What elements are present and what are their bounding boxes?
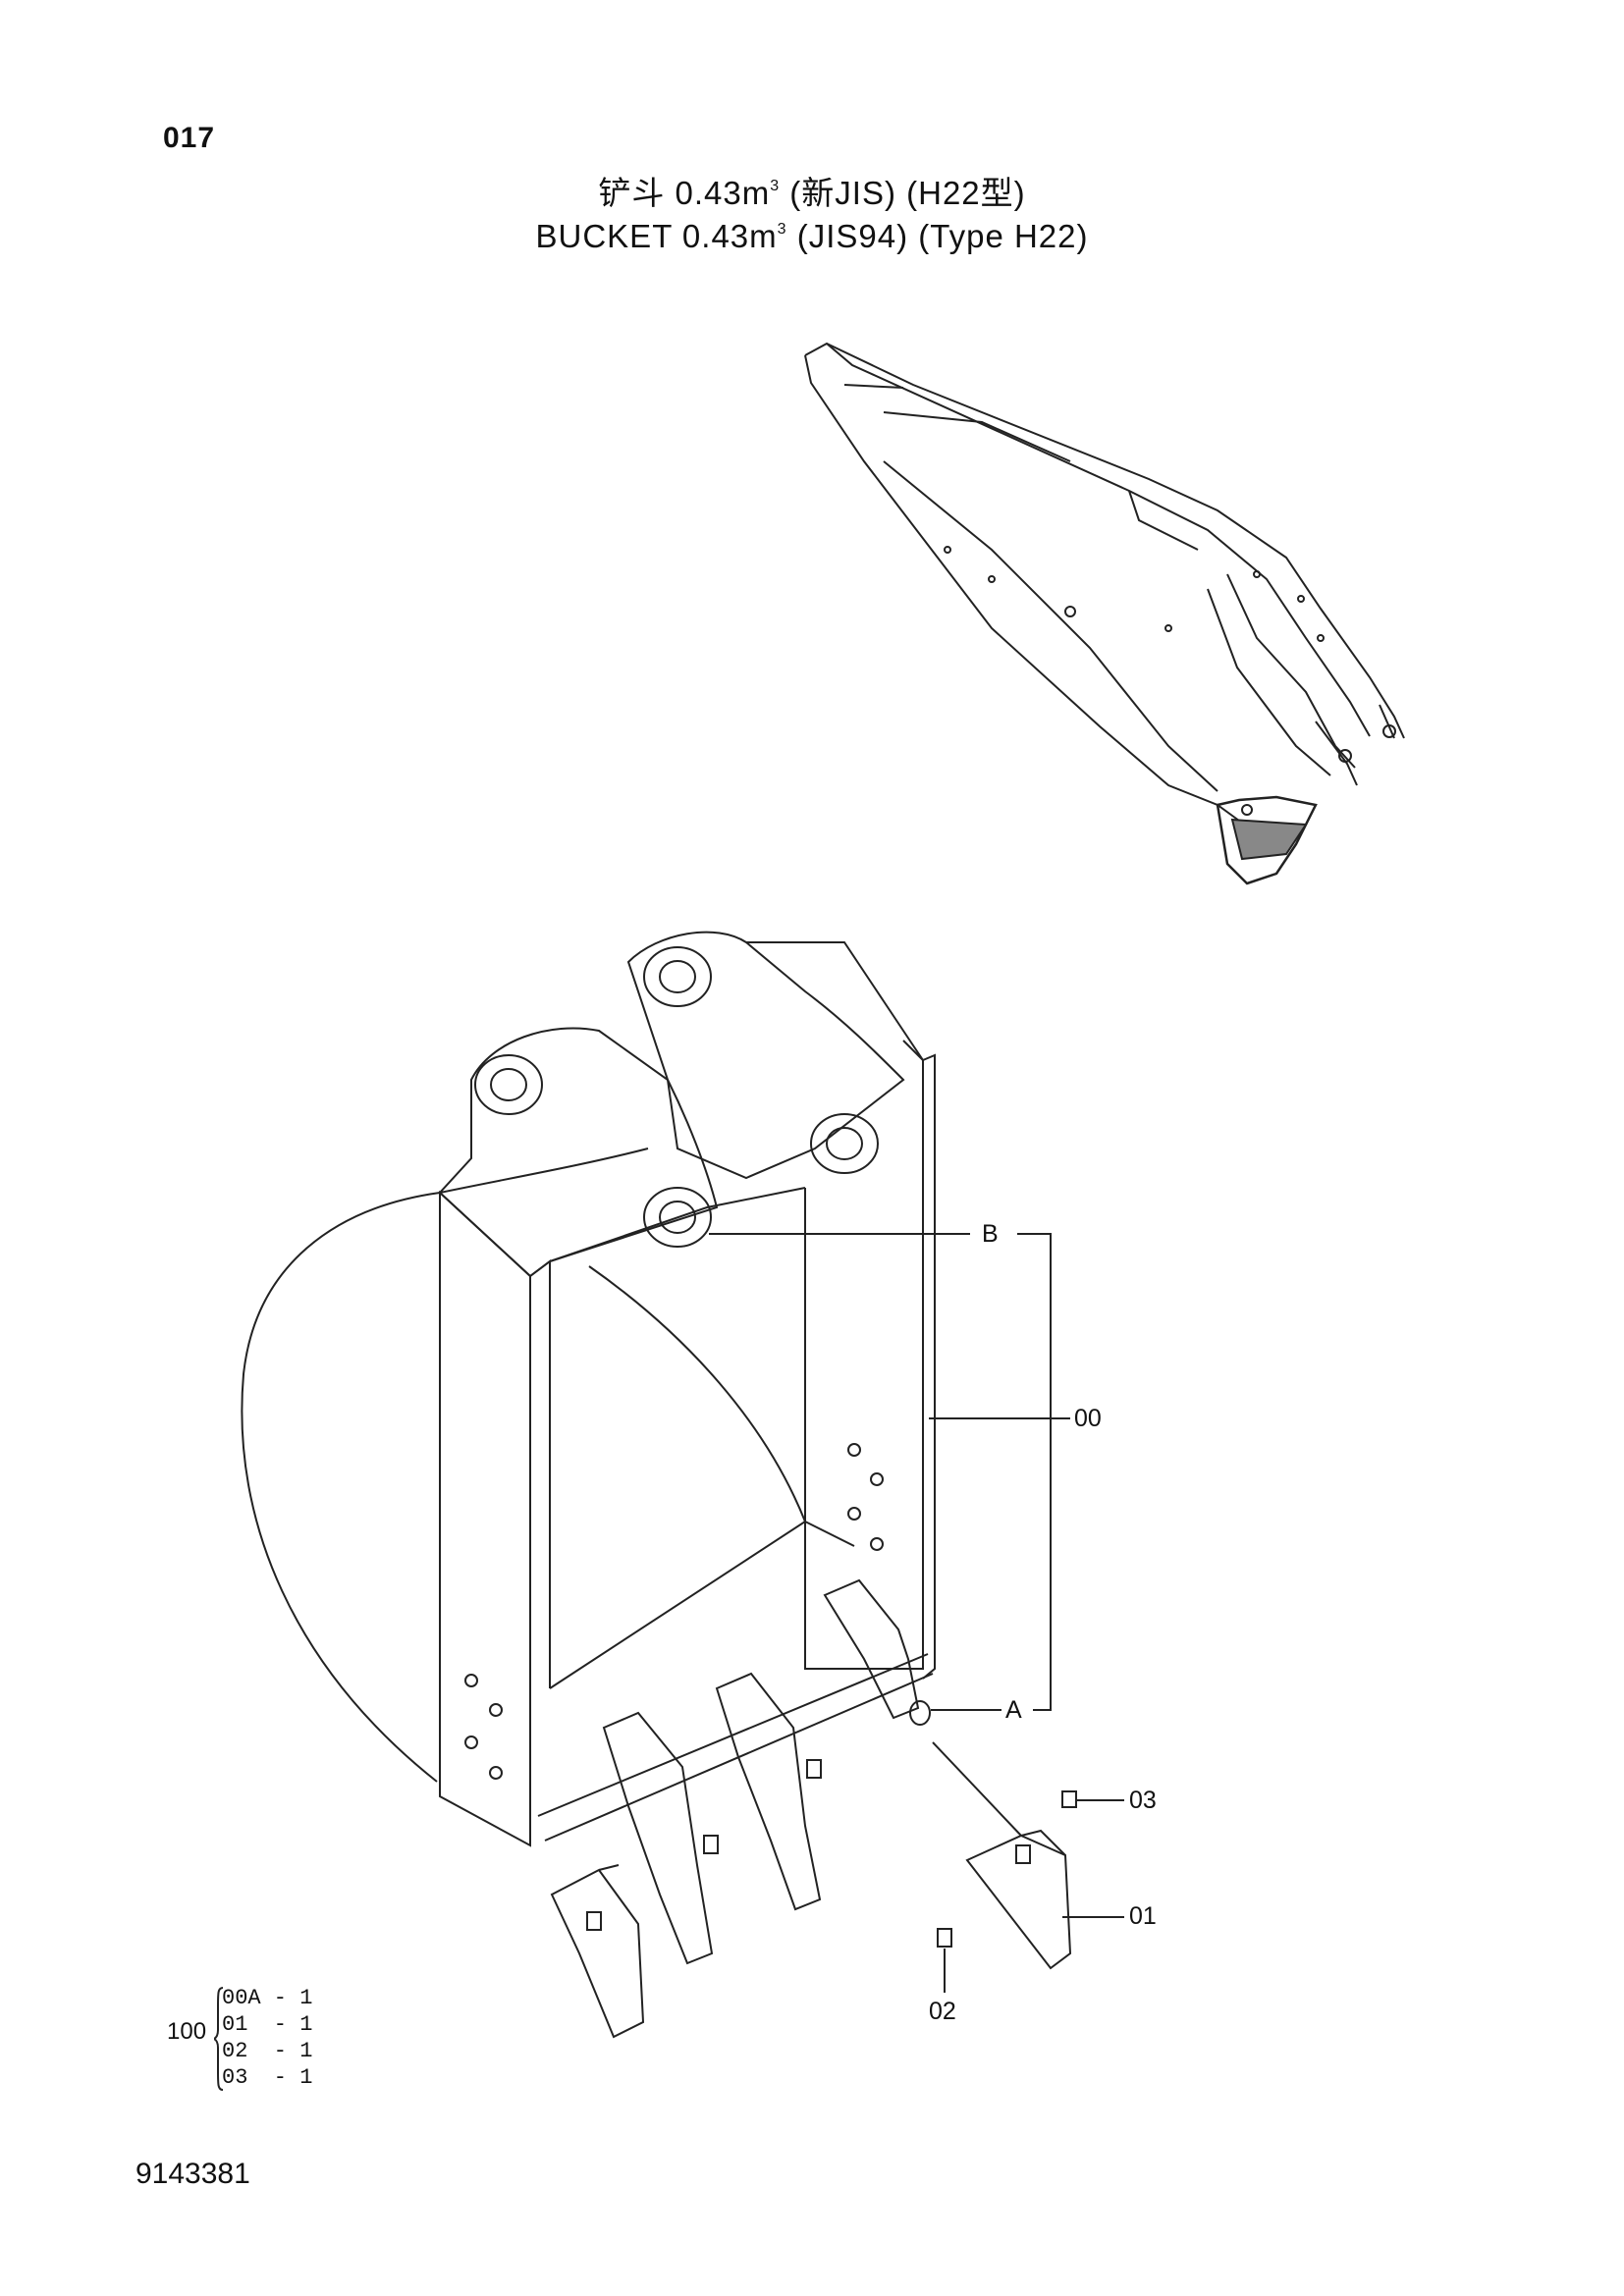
bucket-drawing: [241, 931, 1077, 2039]
callout-a: A: [1005, 1696, 1022, 1724]
title-cn-rest: (新JIS) (H22型): [780, 175, 1026, 211]
callout-02: 02: [929, 1998, 956, 2025]
leader-lines: [709, 1233, 1124, 1993]
kit-line: 01 - 1: [222, 2012, 313, 2037]
document-number: 9143381: [135, 2158, 250, 2190]
kit-line: 00A - 1: [222, 1986, 313, 2010]
title-en-main: BUCKET 0.43m: [535, 218, 778, 254]
title-cn-main: 铲斗 0.43m: [598, 175, 771, 211]
callout-b: B: [982, 1220, 999, 1248]
kit-number: 100: [167, 2018, 207, 2045]
kit-composition: 100 00A - 1 01 - 1 02 - 1 03 - 1: [167, 1985, 344, 2093]
title-en-superscript: 3: [777, 221, 787, 238]
page-number: 017: [163, 122, 216, 154]
callout-00: 00: [1074, 1405, 1102, 1432]
kit-lines: 00A - 1 01 - 1 02 - 1 03 - 1: [222, 1985, 312, 2091]
title-cn-superscript: 3: [770, 178, 781, 194]
title-chinese: 铲斗 0.43m3 (新JIS) (H22型): [0, 167, 1624, 214]
kit-brace: [214, 1987, 224, 2091]
title-en-rest: (JIS94) (Type H22): [786, 218, 1089, 254]
kit-line: 02 - 1: [222, 2039, 313, 2063]
title-english: BUCKET 0.43m3 (JIS94) (Type H22): [0, 218, 1624, 255]
kit-line: 03 - 1: [222, 2065, 313, 2090]
callout-03: 03: [1129, 1787, 1157, 1814]
callout-01: 01: [1129, 1902, 1157, 1930]
arm-locator-sketch: [804, 342, 1405, 885]
